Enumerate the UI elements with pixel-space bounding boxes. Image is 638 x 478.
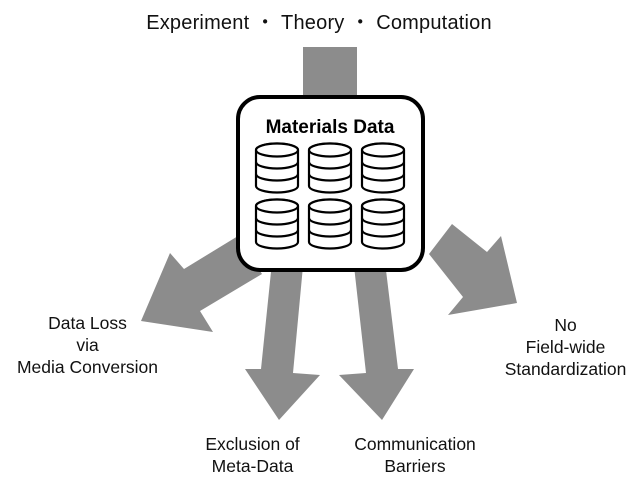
database-icon — [360, 142, 406, 194]
database-icon — [360, 198, 406, 250]
arrow-standardization — [429, 224, 517, 315]
materials-data-title: Materials Data — [266, 117, 395, 138]
sources-title: Experiment ・ Theory ・ Computation — [146, 12, 492, 34]
label-line: via — [76, 335, 99, 355]
label-line: Field-wide — [525, 337, 606, 357]
database-icon-grid — [254, 142, 406, 250]
label-exclusion-meta-data: Exclusion of Meta-Data — [185, 433, 320, 477]
label-line: No — [554, 315, 577, 335]
label-line: Standardization — [504, 359, 627, 379]
label-line: Exclusion of — [205, 434, 300, 454]
database-icon — [254, 142, 300, 194]
arrow-meta-data — [245, 262, 320, 420]
database-icon — [307, 198, 353, 250]
label-line: Communication — [354, 434, 476, 454]
arrow-data-loss — [141, 236, 262, 332]
label-data-loss: Data Loss via Media Conversion — [0, 312, 175, 378]
database-icon — [254, 198, 300, 250]
label-line: Data Loss — [48, 313, 127, 333]
arrow-communication — [339, 262, 414, 420]
database-icon — [307, 142, 353, 194]
label-line: Barriers — [384, 456, 446, 476]
label-communication-barriers: Communication Barriers — [335, 433, 495, 477]
label-no-standardization: No Field-wide Standardization — [493, 314, 638, 380]
label-line: Media Conversion — [16, 357, 159, 377]
label-line: Meta-Data — [211, 456, 294, 476]
